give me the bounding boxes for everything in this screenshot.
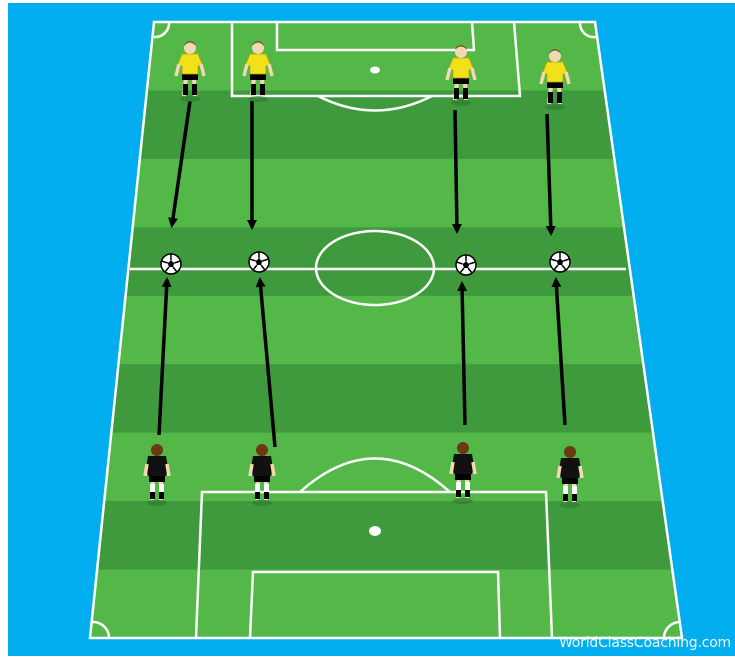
soccer-ball [456, 255, 476, 275]
arrow-down [455, 110, 457, 231]
soccer-ball [249, 252, 269, 272]
grass-stripe [0, 501, 735, 569]
soccer-ball [161, 254, 181, 274]
pitch [0, 22, 735, 638]
bottom-penalty-spot [369, 526, 381, 536]
grass-stripe [0, 90, 735, 158]
grass-stripe [0, 364, 735, 432]
watermark: WorldClassCoaching.com [559, 635, 731, 651]
soccer-ball [550, 252, 570, 272]
top-penalty-spot [370, 67, 380, 74]
